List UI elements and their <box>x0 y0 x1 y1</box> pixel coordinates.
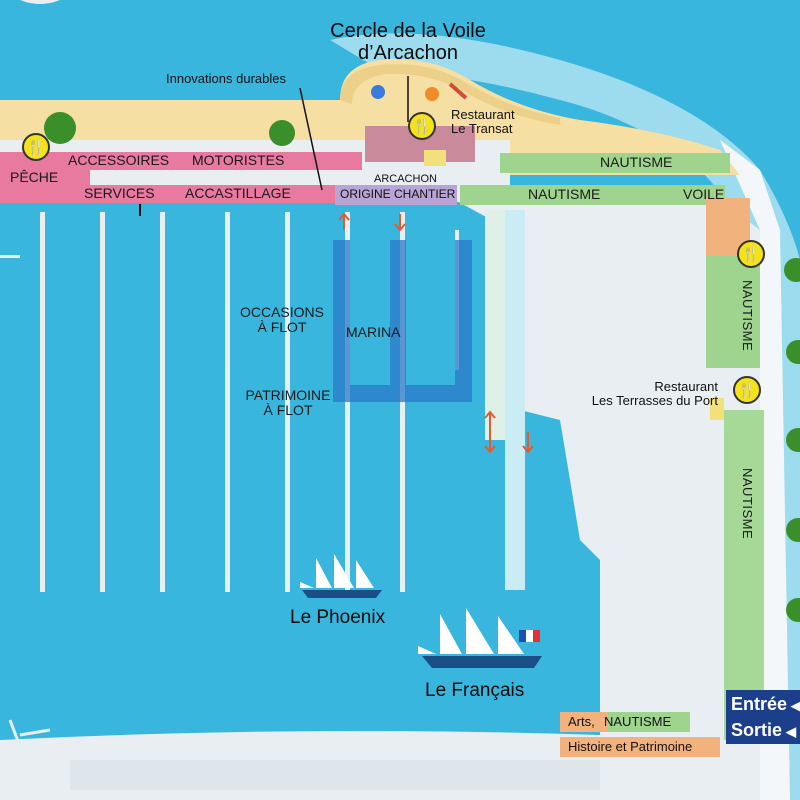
beach-shade <box>340 64 560 125</box>
marina-label: MARINA <box>346 324 401 340</box>
zone-origine-chantier <box>335 185 457 205</box>
nautisme-right-lower-label: NAUTISME <box>740 468 755 540</box>
zone-services <box>0 185 335 203</box>
innovations-pointer <box>299 87 323 191</box>
east-road <box>720 140 790 800</box>
occasions-label: OCCASIONS À FLOT <box>239 304 324 336</box>
zone-nautisme-right-lower <box>724 410 764 740</box>
entree-label: Entrée <box>731 694 788 714</box>
nautisme-right-upper-label: NAUTISME <box>740 280 755 352</box>
francais-label: Le Français <box>425 680 525 701</box>
marina-pontoon <box>390 240 406 385</box>
entrance-exit-box: Entrée◀ Sortie◀ <box>726 690 800 744</box>
tree-icon <box>269 120 295 146</box>
zone-peche <box>0 170 90 188</box>
restaurant-terrasses-label: Restaurant Les Terrasses du Port <box>591 379 718 409</box>
zone-histoire <box>560 737 720 757</box>
nautisme-mid-label: NAUTISME <box>528 186 601 202</box>
pontoon <box>160 212 165 592</box>
restaurant-transat-label: Restaurant Le Transat <box>451 107 515 137</box>
pontoon <box>40 212 45 592</box>
voile-label: VOILE <box>683 186 725 202</box>
zone-nautisme-right-upper <box>706 256 760 368</box>
inner-jetty <box>505 210 525 590</box>
tree-icon <box>786 598 800 622</box>
arrow-down-icon <box>394 214 406 232</box>
zone-nautisme-top <box>500 153 730 173</box>
zone-nautisme-mid <box>460 185 725 205</box>
arrow-both-icon <box>484 410 496 454</box>
small-jetty <box>8 719 59 800</box>
east-quay <box>455 200 760 800</box>
innovations-label: Innovations durables <box>166 71 286 86</box>
pontoon-finger <box>0 255 20 258</box>
fork-knife-icon[interactable]: 🍴 <box>733 376 761 404</box>
zone-terrasses <box>710 398 724 420</box>
nautisme-arts-label: NAUTISME <box>604 714 672 729</box>
beach-umbrella-icon <box>371 82 468 101</box>
tree-icon <box>786 428 800 452</box>
accessoires-label: ACCESSOIRES <box>68 152 170 168</box>
marina-arrows <box>338 212 534 454</box>
accastillage-label: ACCASTILLAGE <box>185 185 291 201</box>
pontoon <box>100 212 105 592</box>
pontoon <box>225 212 230 592</box>
french-flag-icon <box>519 630 540 642</box>
cercle-title: Cercle de la Voile d’Arcachon <box>330 20 486 64</box>
nautisme-top-label: NAUTISME <box>600 154 673 170</box>
corner-islet <box>20 0 60 4</box>
marina-basin <box>333 240 472 402</box>
fuel-pier <box>485 210 505 440</box>
peche-label: PÊCHE <box>10 169 59 185</box>
tree-icon <box>786 518 800 542</box>
south-road <box>70 760 600 790</box>
zone-accessoires <box>0 152 362 170</box>
phoenix-label: Le Phoenix <box>290 607 386 628</box>
sortie-label: Sortie <box>731 720 783 740</box>
arrow-left-icon: ◀ <box>791 698 800 713</box>
motoristes-label: MOTORISTES <box>192 152 285 168</box>
fork-knife-icon[interactable]: 🍴 <box>22 133 50 161</box>
cercle-annex <box>424 150 446 166</box>
entree-row: Entrée◀ <box>731 692 800 718</box>
tree-icon <box>44 112 76 144</box>
tree-icon <box>786 340 800 364</box>
arrow-up-icon <box>338 212 350 230</box>
tall-ship-icon <box>300 554 382 598</box>
services-label: SERVICES <box>84 185 155 201</box>
histoire-label: Histoire et Patrimoine <box>568 739 693 754</box>
arcachon-label: ARCACHON <box>374 173 437 185</box>
arts-label: Arts, <box>568 714 595 729</box>
arrow-down-icon <box>522 432 534 454</box>
arrow-left-icon: ◀ <box>786 724 797 739</box>
tree-icon <box>784 258 800 282</box>
zone-arts-orange <box>560 712 608 732</box>
patrimoine-label: PATRIMOINE À FLOT <box>245 387 331 419</box>
pontoon <box>285 212 290 592</box>
fork-knife-icon[interactable]: 🍴 <box>408 112 436 140</box>
fork-knife-icon[interactable]: 🍴 <box>737 240 765 268</box>
sortie-row: Sortie◀ <box>731 718 800 744</box>
origine-chantier-label: ORIGINE CHANTIER <box>340 187 456 201</box>
tall-ship-icon <box>418 608 542 668</box>
